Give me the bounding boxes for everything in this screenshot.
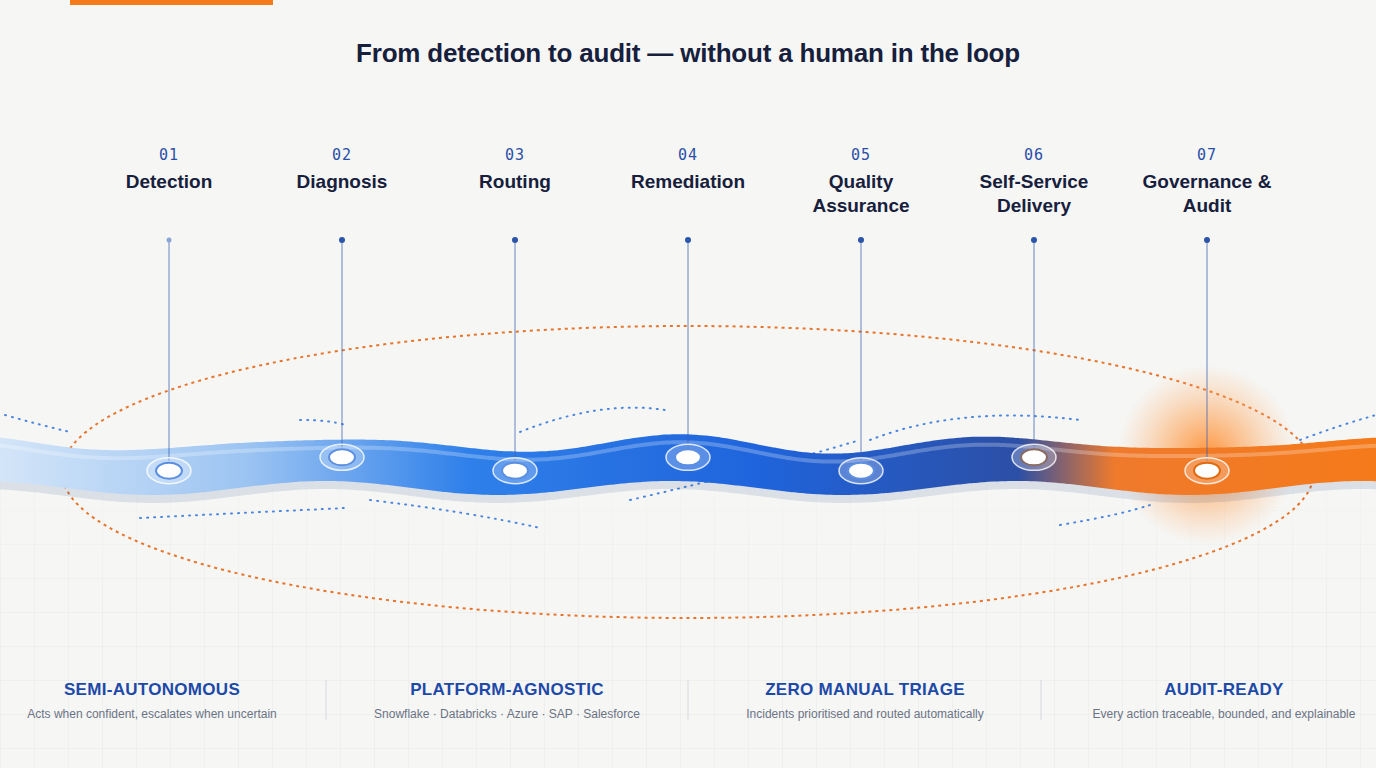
stage-label: 02Diagnosis	[262, 146, 422, 194]
step-name: Diagnosis	[262, 170, 422, 194]
stage-pin	[147, 238, 191, 484]
feature-dividers	[326, 680, 1041, 720]
marker-ring	[1185, 458, 1229, 484]
stage-label: 07Governance & Audit	[1127, 146, 1287, 218]
stage-pin	[1012, 237, 1056, 470]
pin-dot	[685, 237, 691, 243]
marker-ring	[1012, 444, 1056, 470]
feature-description: Acts when confident, escalates when unce…	[2, 707, 302, 721]
step-number: 01	[89, 146, 249, 164]
marker-disc	[1021, 449, 1047, 465]
stage-label: 06Self-Service Delivery	[954, 146, 1114, 218]
pin-dot	[1031, 237, 1037, 243]
feature-heading: AUDIT-READY	[1074, 680, 1374, 700]
step-name: Governance & Audit	[1127, 170, 1287, 218]
marker-ring	[666, 444, 710, 470]
particle-trail	[140, 508, 345, 518]
feature-block: SEMI-AUTONOMOUS Acts when confident, esca…	[2, 680, 302, 721]
leader-line	[515, 240, 516, 461]
step-number: 03	[435, 146, 595, 164]
particle-trail	[300, 420, 345, 425]
leader-line	[1207, 240, 1208, 461]
step-name: Remediation	[608, 170, 768, 194]
feature-block: ZERO MANUAL TRIAGE Incidents prioritised …	[715, 680, 1015, 721]
marker-disc	[848, 463, 874, 479]
step-number: 02	[262, 146, 422, 164]
marker-disc	[156, 463, 182, 479]
particle-trail	[870, 416, 1080, 441]
stage-pins	[147, 237, 1229, 484]
divider	[688, 680, 689, 720]
step-name: Routing	[435, 170, 595, 194]
particle-trail	[370, 500, 540, 528]
step-number: 06	[954, 146, 1114, 164]
pin-dot	[858, 237, 864, 243]
marker-ring	[493, 458, 537, 484]
marker-ring	[147, 458, 191, 484]
feature-heading: SEMI-AUTONOMOUS	[2, 680, 302, 700]
step-number: 07	[1127, 146, 1287, 164]
divider	[1041, 680, 1042, 720]
marker-disc	[329, 449, 355, 465]
stage-label: 05Quality Assurance	[781, 146, 941, 218]
feature-description: Every action traceable, bounded, and exp…	[1074, 707, 1374, 721]
leader-line	[688, 240, 689, 447]
step-number: 05	[781, 146, 941, 164]
marker-disc	[675, 449, 701, 465]
stage-label: 01Detection	[89, 146, 249, 194]
pin-dot	[1204, 237, 1210, 243]
stage-label: 03Routing	[435, 146, 595, 194]
particle-trail	[5, 415, 70, 432]
divider	[326, 680, 327, 720]
particle-trail	[1300, 415, 1376, 440]
feature-heading: ZERO MANUAL TRIAGE	[715, 680, 1015, 700]
flow-ribbon	[0, 434, 1376, 503]
stage-pin	[1185, 237, 1229, 484]
step-name: Detection	[89, 170, 249, 194]
particle-trail	[520, 408, 665, 432]
stage-label: 04Remediation	[608, 146, 768, 194]
leader-line	[342, 240, 343, 447]
particle-trail	[1060, 505, 1150, 525]
stage-pin	[320, 237, 364, 470]
stage-pin	[666, 237, 710, 470]
step-name: Self-Service Delivery	[954, 170, 1114, 218]
leader-line	[1034, 240, 1035, 447]
accent-bar	[70, 0, 273, 5]
stage-pin	[839, 237, 883, 484]
feature-block: AUDIT-READY Every action traceable, bound…	[1074, 680, 1374, 721]
pin-dot	[167, 238, 172, 243]
feature-description: Incidents prioritised and routed automat…	[715, 707, 1015, 721]
leader-line	[861, 240, 862, 461]
stage-pin	[493, 237, 537, 484]
marker-disc	[502, 463, 528, 479]
marker-disc	[1194, 463, 1220, 479]
step-name: Quality Assurance	[781, 170, 941, 218]
pin-dot	[512, 237, 518, 243]
diagram-title: From detection to audit — without a huma…	[0, 38, 1376, 69]
marker-ring	[320, 444, 364, 470]
step-number: 04	[608, 146, 768, 164]
pin-dot	[339, 237, 345, 243]
feature-block: PLATFORM-AGNOSTIC Snowflake · Databricks …	[357, 680, 657, 721]
feature-heading: PLATFORM-AGNOSTIC	[357, 680, 657, 700]
feature-description: Snowflake · Databricks · Azure · SAP · S…	[357, 707, 657, 721]
marker-ring	[839, 458, 883, 484]
leader-line	[169, 240, 170, 461]
